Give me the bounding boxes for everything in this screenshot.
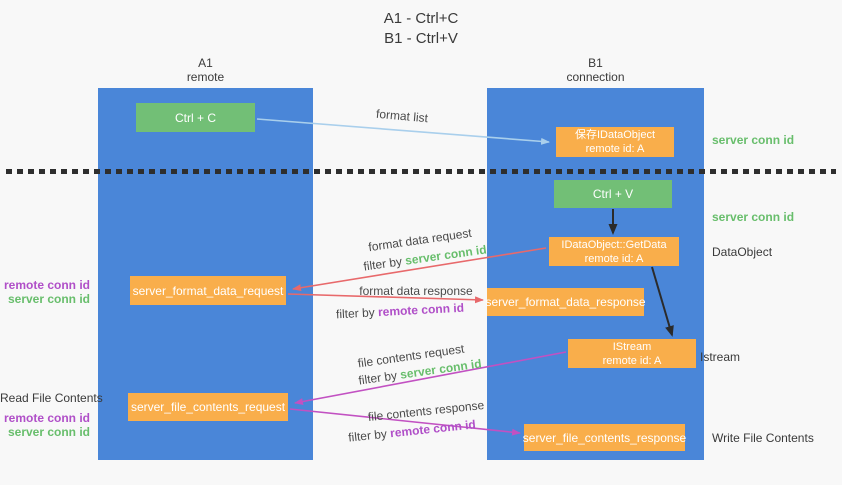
format-data-response-arrow — [287, 293, 484, 304]
session-divider-dashed-line — [6, 169, 836, 174]
right-label-write-file-contents: Write File Contents — [712, 431, 814, 445]
node-istream-line1: IStream — [612, 340, 652, 353]
node-file-request-label: server_file_contents_request — [130, 400, 286, 414]
left-label-server-conn-id-bottom: server conn id — [7, 425, 90, 439]
node-server-format-data-response: server_format_data_response — [485, 288, 646, 316]
right-label-server-conn-id-mid: server conn id — [712, 210, 795, 224]
node-save-idataobject: 保存IDataObject remote id: A — [556, 127, 674, 157]
getdata-to-istream-arrow — [651, 266, 674, 337]
lifeline-header-a1: A1 remote — [98, 56, 313, 84]
file-contents-request-arrow — [294, 351, 567, 405]
node-getdata-line1: IDataObject::GetData — [561, 238, 667, 251]
node-ctrl-v: Ctrl + V — [554, 180, 672, 208]
node-server-file-contents-request: server_file_contents_request — [128, 393, 288, 421]
left-label-remote-conn-id-mid: remote conn id — [3, 278, 90, 292]
node-save-line1: 保存IDataObject — [574, 129, 656, 141]
right-label-dataobject: DataObject — [712, 245, 773, 259]
left-label-server-conn-id-mid: server conn id — [7, 292, 90, 306]
lifeline-a1-name: A1 — [198, 56, 213, 70]
node-ctrl-c: Ctrl + C — [136, 103, 255, 132]
node-server-file-contents-response: server_file_contents_response — [522, 424, 687, 451]
file-contents-response-arrow — [289, 408, 521, 436]
node-getdata-line2: remote id: A — [584, 252, 644, 265]
left-label-read-file-contents: Read File Contents — [0, 391, 103, 405]
node-format-response-label: server_format_data_response — [485, 295, 646, 309]
node-file-response-label: server_file_contents_response — [522, 430, 687, 445]
right-label-server-conn-id-top: server conn id — [712, 133, 795, 147]
node-ctrl-c-label: Ctrl + C — [174, 110, 216, 125]
label-format-data-response: format data response — [359, 284, 473, 298]
lifeline-b1-role: connection — [566, 70, 625, 84]
node-server-format-data-request: server_format_data_request — [130, 276, 286, 305]
title-line-1: A1 - Ctrl+C — [383, 10, 459, 27]
lifeline-b1-name: B1 — [588, 56, 603, 70]
node-idataobject-getdata: IDataObject::GetData remote id: A — [549, 237, 679, 266]
title-line-2: B1 - Ctrl+V — [384, 30, 458, 47]
node-format-request-label: server_format_data_request — [132, 283, 284, 298]
node-ctrl-v-label: Ctrl + V — [592, 187, 634, 201]
format-data-request-arrow — [292, 247, 547, 292]
lifeline-a1-role: remote — [186, 70, 225, 84]
format-list-arrow — [256, 118, 550, 145]
node-istream: IStream remote id: A — [568, 339, 696, 368]
left-label-remote-conn-id-bottom: remote conn id — [3, 411, 90, 425]
node-save-line2: remote id: A — [585, 143, 645, 155]
filter-by-text: filter by — [335, 305, 376, 322]
lifeline-header-b1: B1 connection — [487, 56, 704, 84]
node-istream-line2: remote id: A — [602, 354, 662, 367]
right-label-istream: Istream — [700, 350, 741, 364]
diagram-title: A1 - Ctrl+C B1 - Ctrl+V — [0, 9, 842, 49]
